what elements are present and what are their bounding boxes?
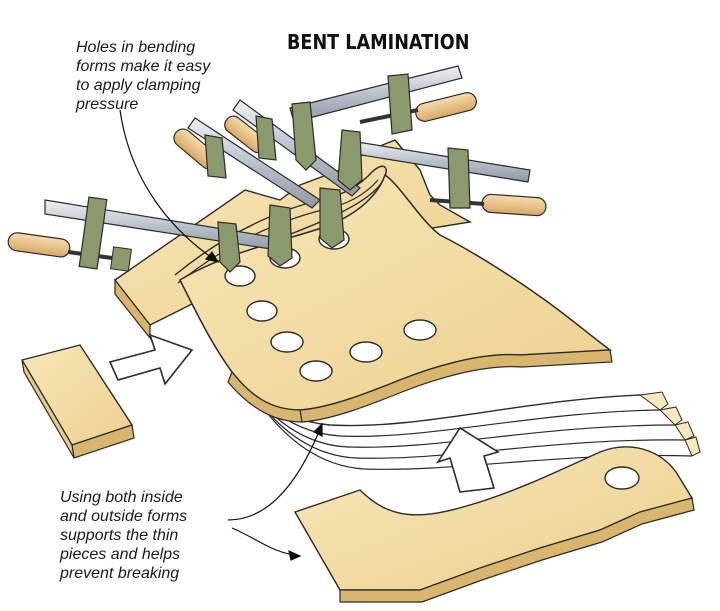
- form-hole: [270, 331, 304, 353]
- loose-block: [20, 344, 135, 459]
- outside-form-bottom: [293, 446, 695, 603]
- bar-clamps: [7, 65, 547, 273]
- form-hole: [246, 300, 278, 322]
- form-hole: [299, 360, 333, 382]
- right-arrow: [108, 333, 194, 386]
- movement-arrows: [108, 333, 500, 493]
- form-hole: [349, 341, 383, 363]
- diagram-title: BENT LAMINATION: [287, 30, 470, 54]
- up-arrow: [436, 426, 500, 493]
- annotation-forms: Using both inside and outside forms supp…: [60, 489, 188, 582]
- strip-ends: [638, 391, 701, 457]
- form-hole: [604, 466, 640, 490]
- annotation-holes: Holes in bending forms make it easy to a…: [76, 39, 211, 113]
- form-hole: [224, 265, 256, 287]
- leader-lines: [119, 109, 323, 561]
- form-hole: [403, 319, 437, 341]
